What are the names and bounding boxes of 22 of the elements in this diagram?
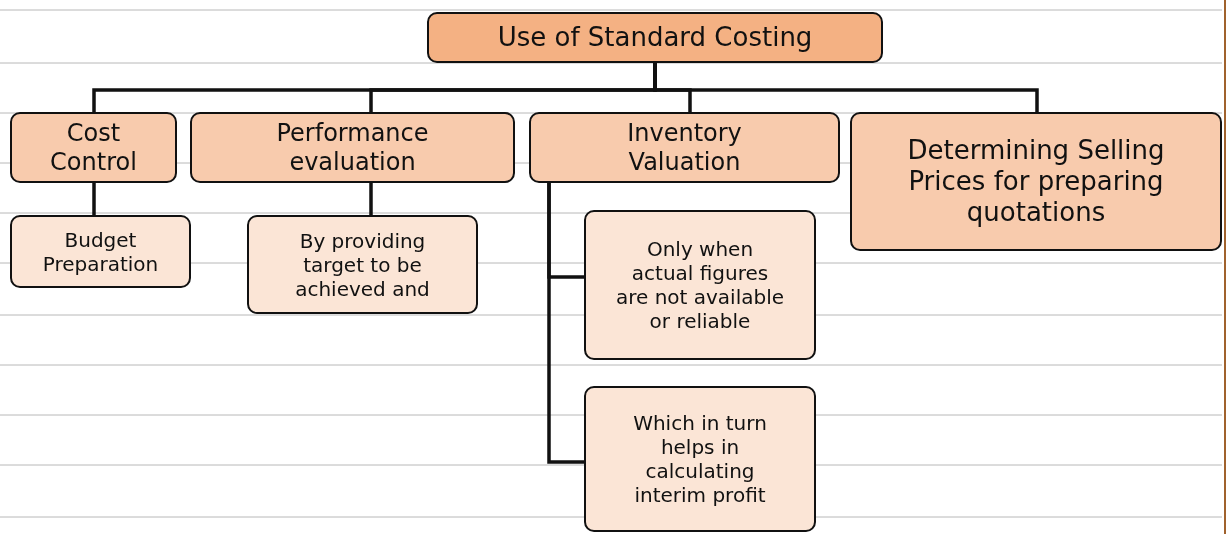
node-label: By providing target to be achieved and bbox=[294, 228, 431, 301]
topic-box bbox=[584, 386, 816, 532]
node-label: Determining Selling Prices for preparing quotations bbox=[906, 134, 1166, 229]
node-label: Performance evaluation bbox=[275, 118, 430, 177]
topic-box bbox=[10, 112, 177, 183]
topic-box bbox=[247, 215, 478, 314]
node-label: Only when actual figures are not available or reliable bbox=[615, 237, 785, 333]
node-label: Inventory Valuation bbox=[626, 118, 743, 177]
node-label: Cost Control bbox=[49, 118, 138, 177]
connector-line bbox=[92, 183, 96, 215]
topic-box bbox=[190, 112, 515, 183]
node-label: Budget Preparation bbox=[41, 227, 160, 276]
connector-line bbox=[369, 183, 373, 215]
title-box bbox=[427, 12, 883, 63]
topic-box bbox=[850, 112, 1222, 251]
topic-box bbox=[529, 112, 840, 183]
node-label: Which in turn helps in calculating interim profit bbox=[632, 411, 768, 507]
connector-line bbox=[547, 183, 584, 464]
connector-line bbox=[653, 63, 1039, 112]
topic-box bbox=[10, 215, 191, 288]
node-label: Use of Standard Costing bbox=[497, 21, 813, 54]
topic-box bbox=[584, 210, 816, 360]
